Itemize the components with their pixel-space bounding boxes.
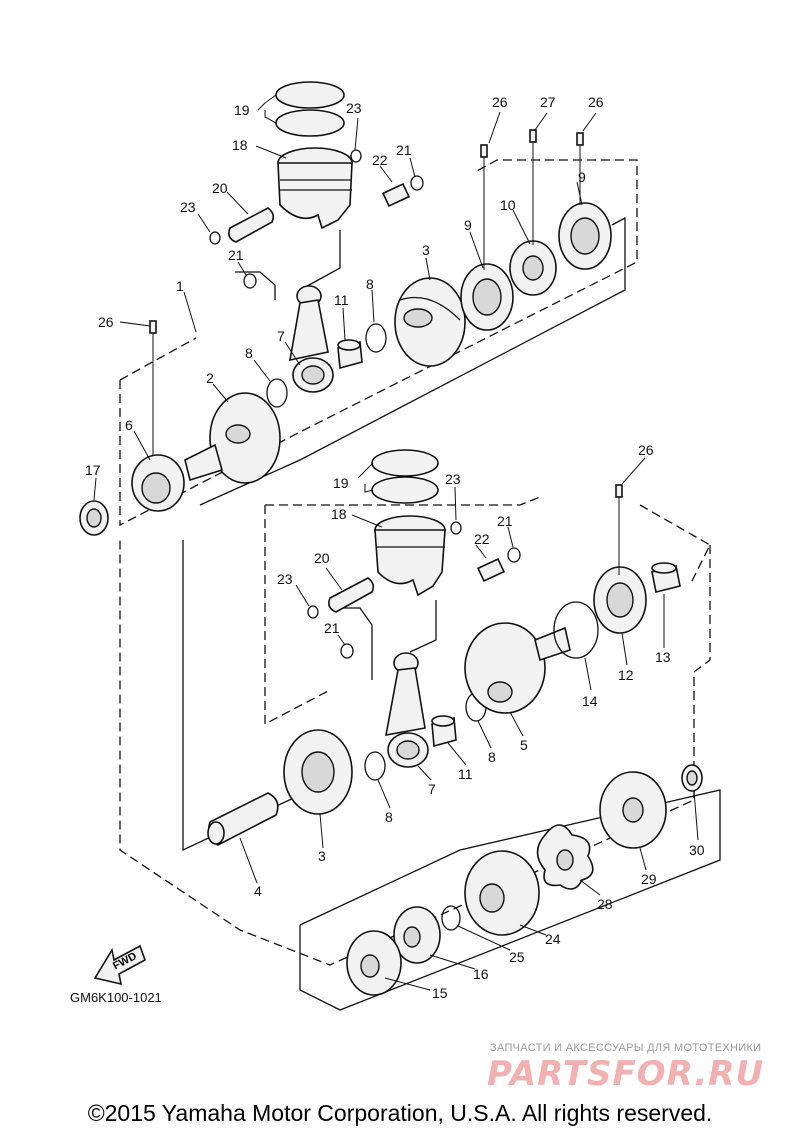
needle-bearing-lower (477, 557, 505, 583)
callout-26: 26 (638, 442, 654, 458)
callout-10: 10 (500, 197, 516, 213)
callout-22: 22 (372, 152, 388, 168)
washer-30 (681, 764, 703, 792)
snap-ring-14 (553, 601, 599, 659)
callout-16: 16 (473, 966, 489, 982)
oil-seal-17 (79, 500, 109, 536)
callout-2: 2 (206, 370, 214, 386)
callout-22: 22 (474, 531, 490, 547)
callout-7: 7 (277, 328, 285, 344)
callout-12: 12 (618, 667, 634, 683)
callout-25: 25 (509, 949, 525, 965)
crank-web-2 (184, 392, 281, 484)
piston-pin-lower (328, 577, 375, 613)
callout-8: 8 (488, 749, 496, 765)
callout-24: 24 (545, 931, 561, 947)
callout-28: 28 (597, 896, 613, 912)
bushing-lower (431, 715, 457, 748)
piston-pin-upper (228, 207, 275, 243)
copyright-notice: ©2015 Yamaha Motor Corporation, U.S.A. A… (87, 1100, 713, 1126)
circlips-upper (209, 149, 362, 245)
washers-upper (266, 323, 387, 408)
callout-9: 9 (464, 217, 472, 233)
callout-21: 21 (324, 620, 340, 636)
diagram-code: GM6K100-1021 (70, 990, 162, 1005)
piston-rings-lower (371, 449, 439, 504)
watermark-brand: PARTSFOR.RU (487, 1054, 765, 1094)
callout-20: 20 (314, 550, 330, 566)
callout-29: 29 (641, 871, 657, 887)
bushing-upper (337, 339, 363, 370)
callout-8: 8 (385, 809, 393, 825)
callout-18: 18 (331, 506, 347, 522)
coupling-10 (509, 240, 557, 296)
dowel-pin-lower (615, 484, 623, 575)
callout-8: 8 (245, 345, 253, 361)
callout-19: 19 (234, 102, 250, 118)
bearing-9-upper (460, 202, 612, 331)
callout-23: 23 (180, 199, 196, 215)
callout-30: 30 (689, 842, 705, 858)
callout-13: 13 (655, 649, 671, 665)
damper-28 (536, 824, 594, 890)
callout-17: 17 (85, 462, 101, 478)
coupling-24 (464, 850, 540, 936)
callout-18: 18 (232, 137, 248, 153)
callout-15: 15 (432, 985, 448, 1001)
bearing-6 (131, 454, 185, 512)
callout-23: 23 (277, 571, 293, 587)
piston-rings-upper (275, 81, 345, 137)
damper-29 (599, 771, 667, 849)
callout-11: 11 (334, 292, 349, 308)
callout-23: 23 (445, 471, 461, 487)
piston-lower (374, 515, 446, 597)
needle-bearing-upper (243, 175, 424, 289)
callout-19: 19 (333, 475, 349, 491)
leader-lines (93, 94, 699, 991)
callout-23: 23 (346, 100, 362, 116)
callout-8: 8 (366, 276, 374, 292)
callout-21: 21 (497, 513, 513, 529)
watermark-tagline: ЗАПЧАСТИ И АКСЕССУАРЫ ДЛЯ МОТОТЕХНИКИ (490, 1042, 762, 1054)
crank-pin-4 (207, 792, 279, 846)
crank-web-3-upper (394, 277, 466, 367)
piston-upper (277, 147, 353, 230)
callout-21: 21 (396, 142, 412, 158)
callout-14: 14 (582, 693, 598, 709)
callout-26: 26 (588, 94, 604, 110)
callout-4: 4 (254, 883, 262, 899)
callout-numbers: 19 23 26 27 26 18 22 21 20 9 9 10 23 21 … (85, 94, 705, 1001)
circlips-lower (307, 521, 521, 659)
connecting-rod-upper (289, 285, 334, 393)
bearing-12 (593, 566, 647, 634)
callout-3: 3 (422, 242, 430, 258)
callout-26: 26 (492, 94, 508, 110)
collar-13 (651, 562, 681, 593)
crank-web-3-lower (283, 729, 353, 815)
callout-5: 5 (520, 737, 528, 753)
callout-20: 20 (212, 180, 228, 196)
plate-15 (346, 930, 402, 996)
callout-7: 7 (428, 781, 436, 797)
callout-6: 6 (125, 417, 133, 433)
callout-1: 1 (176, 278, 184, 294)
washer-25 (441, 905, 461, 931)
connecting-rod-lower (385, 652, 429, 768)
callout-27: 27 (540, 94, 556, 110)
callout-26: 26 (98, 314, 114, 330)
callout-3: 3 (318, 848, 326, 864)
crank-web-5 (464, 622, 571, 714)
forward-direction-arrow: FWD (93, 944, 146, 986)
callout-21: 21 (228, 247, 244, 263)
callout-11: 11 (458, 766, 473, 782)
callout-9: 9 (578, 169, 586, 185)
plate-16 (393, 906, 441, 964)
